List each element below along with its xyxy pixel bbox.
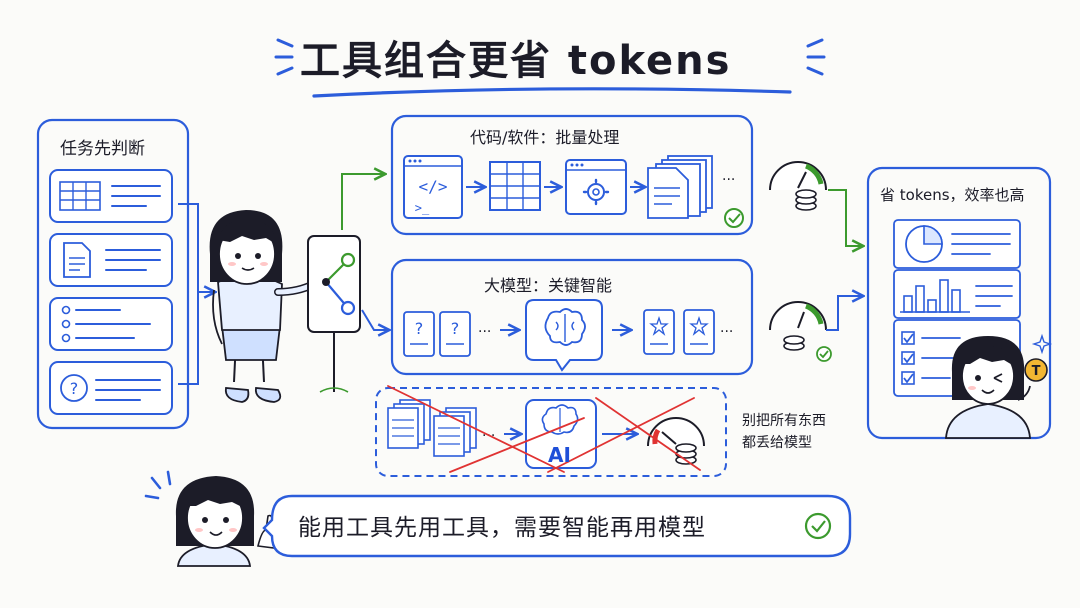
spreadsheet-icon [489, 161, 541, 211]
token-coin-icon: T [1024, 358, 1048, 382]
ai-chip-label: AI [548, 443, 571, 467]
code-window-icon: </> >_ [403, 155, 463, 219]
title-underline [312, 87, 792, 98]
sparkle-icon [1031, 333, 1053, 355]
question-card-icon: ? ? [403, 311, 471, 357]
gauge-mid-icon [769, 301, 832, 362]
brain-bubble-icon [525, 299, 603, 372]
girl-character [209, 210, 321, 403]
arrow-llm-to-result [826, 296, 862, 331]
task-panel [36, 118, 190, 430]
gauge-low-icon [769, 161, 827, 211]
svg-text:</>: </> [419, 177, 448, 196]
task-card-question: ? [49, 361, 173, 415]
settings-window-icon [565, 159, 627, 215]
tool-lane-ellipsis: ··· [722, 172, 735, 188]
tip-bubble [262, 494, 852, 558]
star-card-icon [643, 309, 715, 355]
ai-chip-icon [525, 399, 597, 469]
tip-check-icon [804, 512, 832, 540]
title-sparkle-right [806, 38, 826, 76]
tip-girl-character [144, 470, 277, 567]
arrow-tool-to-result [828, 189, 862, 246]
report-pie-icon [893, 219, 1021, 269]
task-bracket [178, 203, 199, 385]
branch-icon [322, 252, 356, 316]
bad-lane-note-line1: 别把所有东西 [742, 413, 826, 429]
llm-lane-title: 大模型：关键智能 [484, 276, 613, 295]
llm-lane-ellipsis: ··· [478, 324, 491, 340]
cross-out-mark [387, 385, 701, 473]
tool-lane-panel [390, 114, 754, 236]
bad-lane-note-line2: 都丢给模型 [742, 435, 812, 451]
arrow-to-tool-lane [341, 174, 384, 230]
tool-lane-check-icon [724, 208, 744, 228]
winking-girl-character [945, 336, 1031, 439]
llm-lane-panel [390, 258, 754, 376]
arrow-to-llm-lane [361, 309, 388, 330]
svg-text:>_: >_ [415, 201, 430, 215]
task-panel-title: 任务先判断 [60, 139, 145, 159]
tip-text: 能用工具先用工具，需要智能再用模型 [298, 515, 706, 541]
task-card-table [49, 169, 173, 223]
result-panel-title: 省 tokens，效率也高 [880, 186, 1025, 204]
task-card-checklist [49, 297, 173, 351]
bad-lane-panel [375, 387, 727, 477]
tool-lane-title: 代码/软件：批量处理 [470, 128, 620, 147]
task-card-document [49, 233, 173, 287]
svg-text:?: ? [70, 379, 79, 398]
title-sparkle-left [274, 38, 294, 76]
page-title: 工具组合更省 tokens [300, 38, 732, 84]
svg-text:?: ? [415, 319, 424, 338]
report-bar-icon [893, 269, 1021, 319]
gauge-high-icon [647, 417, 705, 465]
svg-text:T: T [1032, 364, 1041, 379]
document-stack-icon [647, 155, 713, 219]
llm-lane-ellipsis-end: ··· [720, 324, 733, 340]
svg-text:?: ? [451, 319, 460, 338]
